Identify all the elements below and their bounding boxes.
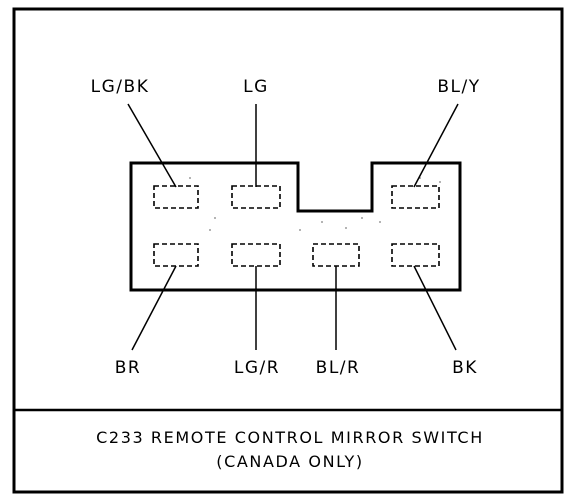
leader-top-3 (413, 103, 459, 188)
connector-body (129, 161, 462, 292)
wire-label-bk: BK (452, 358, 478, 378)
terminal-bottom-3 (312, 243, 360, 267)
outer-frame (12, 7, 564, 494)
wire-label-br: BR (115, 358, 141, 378)
body-texture (189, 177, 441, 231)
wire-label-bl-y: BL/Y (437, 77, 480, 97)
terminal-bottom-1 (153, 243, 199, 267)
leader-bottom-1 (131, 265, 177, 351)
terminal-bottom-4 (391, 243, 440, 267)
wire-label-lg-r: LG/R (234, 358, 280, 378)
caption-subtitle: (CANADA ONLY) (216, 452, 364, 471)
terminal-bottom-2 (231, 243, 281, 267)
terminal-top-3 (391, 185, 440, 209)
wire-label-lg-bk: LG/BK (91, 77, 150, 97)
terminal-top-2 (231, 185, 281, 209)
caption-title: C233 REMOTE CONTROL MIRROR SWITCH (96, 428, 484, 447)
wire-label-bl-r: BL/R (316, 358, 361, 378)
leader-bottom-4 (413, 265, 457, 351)
terminal-top-1 (153, 185, 199, 209)
wire-label-lg: LG (243, 77, 269, 97)
leader-top-1 (127, 103, 177, 188)
